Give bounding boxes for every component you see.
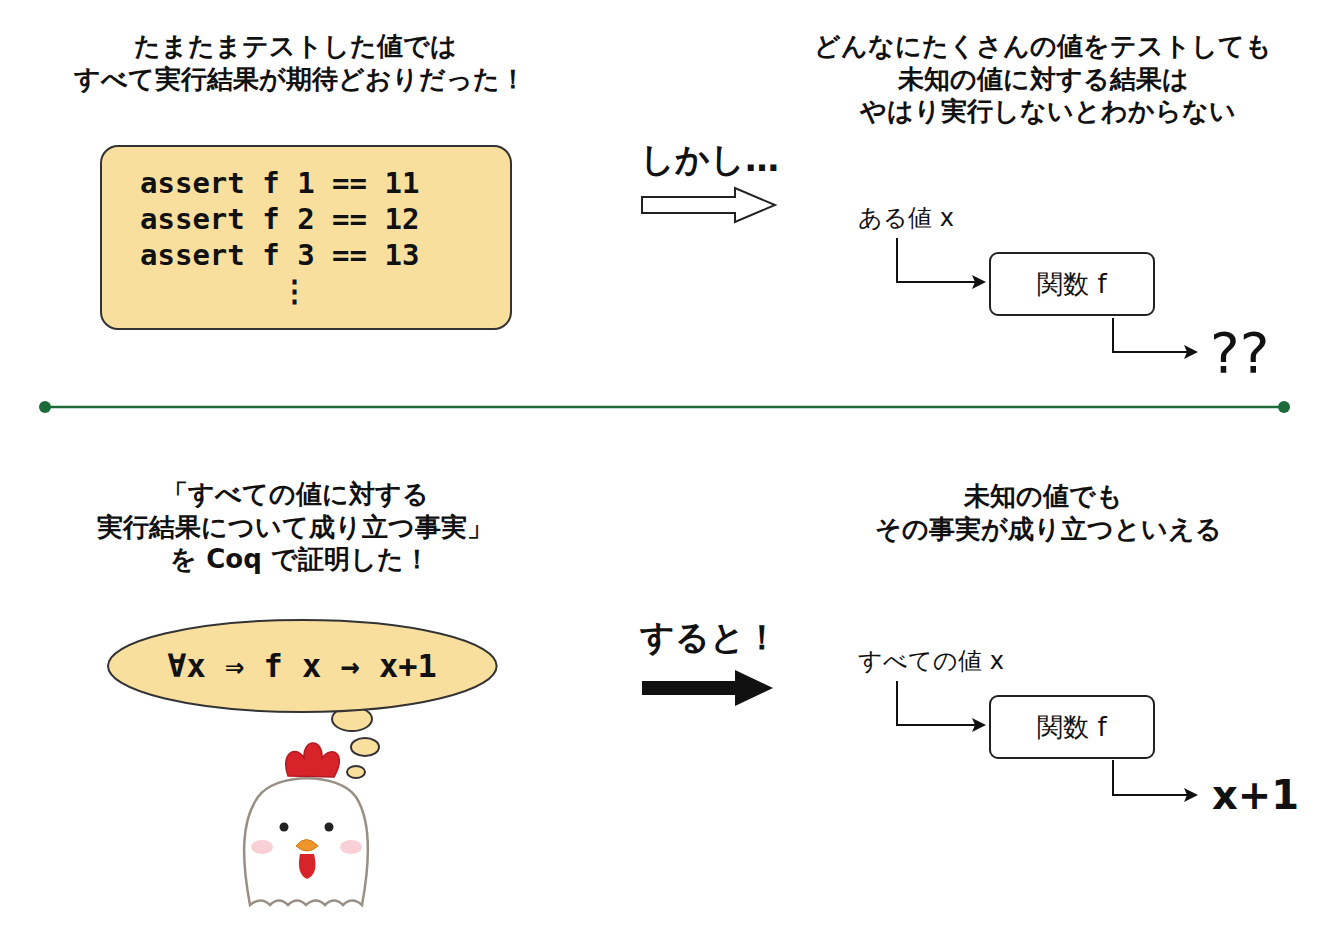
bubble-shape: [108, 620, 497, 712]
chicken-body: [244, 778, 368, 905]
divider-dot: [39, 401, 51, 413]
input-label: ある値 x: [858, 203, 954, 233]
text-group: 関数 f: [1037, 710, 1106, 745]
input-arrow: [897, 681, 978, 725]
arrow-head: [972, 718, 986, 732]
output-arrow: [1113, 318, 1190, 352]
input-label: すべての値 x: [858, 646, 1004, 676]
chicken-beak: [296, 840, 318, 852]
heading-text: たまたまテストした値では すべて実行結果が期待どおりだった！: [74, 30, 526, 95]
divider-dot: [1278, 401, 1290, 413]
thought-bubble: ∀x ⇒ f x → x+1: [107, 619, 498, 713]
known-output: x+1: [1212, 770, 1299, 820]
input-arrow: [897, 238, 978, 282]
function-box: 関数 f: [989, 695, 1155, 759]
solid-arrow: [642, 670, 773, 706]
unknown-output: ??: [1210, 318, 1269, 388]
function-name: 関数 f: [1037, 267, 1106, 302]
arrow-head: [1184, 788, 1198, 802]
divider-line: [45, 406, 1284, 409]
thought-dot: [351, 738, 379, 756]
output-arrow: [1113, 760, 1190, 795]
chicken-eye: [325, 823, 334, 832]
code-line: assert f 2 == 12: [140, 201, 419, 237]
code-line: assert f 1 == 11: [140, 165, 419, 201]
code-line: assert f 3 == 13: [140, 237, 419, 273]
heading-text: 「すべての値に対する 実行結果について成り立つ事実」 を Coq で証明した！: [97, 478, 502, 576]
chicken-comb: [286, 743, 340, 777]
chicken-cheek: [340, 840, 362, 854]
heading-text: 未知の値でも その事実が成り立つといえる: [875, 480, 1222, 545]
text-group: assert f 1 == 11assert f 2 == 12assert f…: [140, 165, 419, 309]
transition-label: しかし…: [640, 138, 779, 181]
thought-dot: [347, 766, 365, 778]
text-group: 関数 f: [1037, 267, 1106, 302]
code-line: ⋮: [140, 273, 419, 309]
function-name: 関数 f: [1037, 710, 1106, 745]
arrow-head: [972, 275, 986, 289]
code-box: assert f 1 == 11assert f 2 == 12assert f…: [100, 145, 512, 330]
chicken-illustration: [244, 743, 368, 905]
chicken-wattle: [299, 854, 316, 879]
text-group: ∀x ⇒ f x → x+1: [167, 647, 437, 685]
chicken-eye: [280, 823, 289, 832]
formula-text: ∀x ⇒ f x → x+1: [167, 647, 437, 685]
arrow-head: [1184, 345, 1198, 359]
hollow-arrow: [642, 188, 775, 222]
chicken-cheek: [251, 840, 273, 854]
heading-text: どんなにたくさんの値をテストしても 未知の値に対する結果は やはり実行しないとわ…: [814, 30, 1281, 128]
transition-label: すると！: [640, 616, 779, 659]
function-box: 関数 f: [989, 252, 1155, 316]
